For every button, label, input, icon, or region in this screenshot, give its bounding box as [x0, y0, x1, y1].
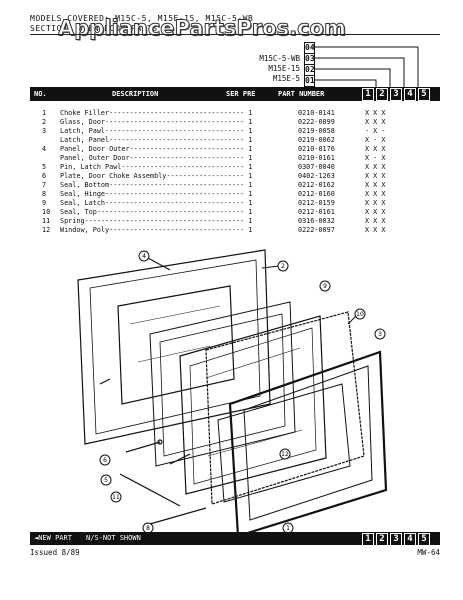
- column-number: 2: [376, 88, 388, 101]
- model-code-box: 01: [304, 75, 315, 87]
- col-description: DESCRIPTION: [112, 90, 159, 98]
- svg-text:2: 2: [281, 263, 285, 270]
- column-number: 5: [418, 88, 430, 101]
- svg-text:1: 1: [286, 525, 290, 532]
- callout-11: 11: [110, 491, 122, 503]
- svg-text:12: 12: [281, 451, 289, 458]
- section-line: SECTION: OVEN DOOR PARTS: [30, 24, 158, 33]
- callout-2: 2: [261, 260, 289, 272]
- header-rule: [30, 34, 440, 35]
- callout-3: 3: [374, 328, 386, 340]
- callout-6: 6: [99, 454, 111, 466]
- parts-sheet: MODELS COVERED: M15C-5, M15E-15, M15C-5-…: [30, 12, 440, 560]
- model-label-3: M15E-5: [272, 74, 300, 83]
- top-seal: [205, 311, 365, 505]
- table-row: Panel, Outer Door-----------------------…: [60, 154, 386, 162]
- callout-10: 10: [347, 308, 366, 325]
- models-covered-line: MODELS COVERED: M15C-5, M15E-15, M15C-5-…: [30, 14, 254, 23]
- col-ser-pre: SER PRE: [226, 90, 256, 98]
- issued-date: Issued 8/89: [30, 548, 80, 557]
- callout-12: 12: [279, 448, 291, 460]
- svg-text:6: 6: [103, 457, 107, 464]
- column-number: 1: [362, 88, 374, 101]
- svg-text:4: 4: [142, 253, 146, 260]
- model-label-1: M15C-5-WB: [259, 54, 300, 63]
- column-number: 1: [362, 533, 374, 546]
- svg-text:3: 3: [378, 331, 382, 338]
- column-number: 4: [404, 88, 416, 101]
- choke-plate: [179, 315, 327, 495]
- col-no: NO.: [34, 90, 47, 98]
- callout-9: 9: [319, 280, 331, 292]
- col-part-number: PART NUMBER: [278, 90, 325, 98]
- not-shown-legend: N/S-NOT SHOWN: [86, 534, 141, 542]
- callout-4: 4: [138, 250, 171, 271]
- outer-door-panel: [77, 249, 271, 445]
- watermark-logo: AppliancePartsPros.com: [58, 16, 347, 41]
- door-glass: [117, 285, 235, 405]
- svg-text:8: 8: [146, 525, 150, 532]
- column-number: 4: [404, 533, 416, 546]
- column-number: 2: [376, 533, 388, 546]
- svg-text:10: 10: [356, 311, 364, 318]
- footer-bar: ◄NEW PART N/S-NOT SHOWN: [30, 532, 440, 545]
- callout-5: 5: [100, 474, 112, 486]
- table-header: NO. DESCRIPTION SER PRE PART NUMBER: [30, 87, 440, 101]
- column-number: 5: [418, 533, 430, 546]
- model-label-2: M15E-15: [268, 64, 300, 73]
- svg-text:11: 11: [112, 494, 120, 501]
- callout-markers: 4 2 10 9 3 6 5 11 8 12 7 1: [99, 250, 386, 534]
- svg-text:5: 5: [104, 477, 108, 484]
- new-part-legend: ◄NEW PART: [34, 534, 72, 542]
- exploded-door-diagram: 4 2 10 9 3 6 5 11 8 12 7 1: [77, 249, 388, 536]
- table-row: Latch, Panel----------------------------…: [60, 136, 386, 144]
- window-poly: [217, 383, 351, 503]
- choke-filler: [228, 350, 388, 536]
- page-code: MW-64: [417, 548, 440, 557]
- svg-text:9: 9: [323, 283, 327, 290]
- column-number: 3: [390, 533, 402, 546]
- column-number: 3: [390, 88, 402, 101]
